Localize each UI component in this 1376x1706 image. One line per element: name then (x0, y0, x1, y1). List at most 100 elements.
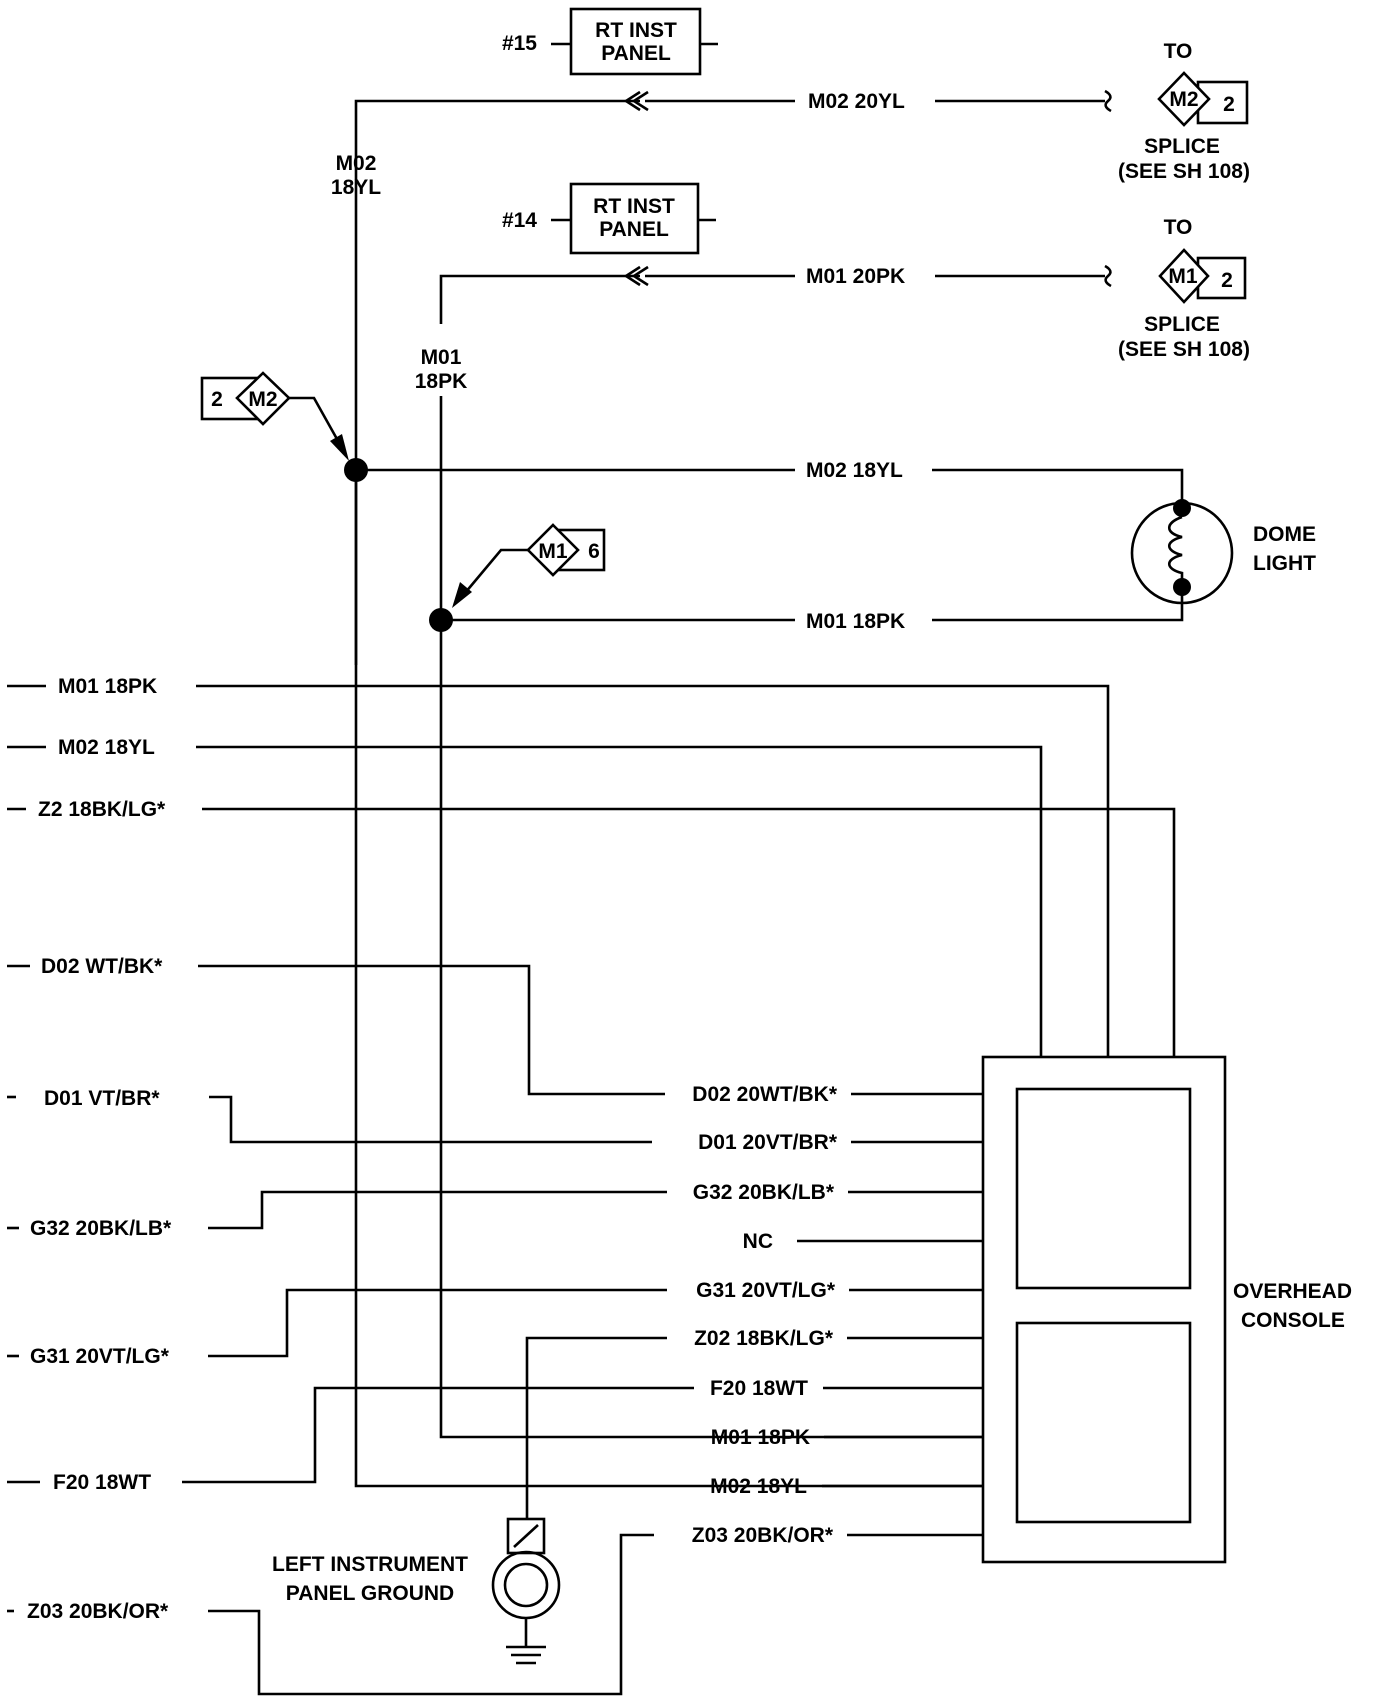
dome-light: DOME LIGHT (1130, 499, 1316, 605)
console-wire-8: M01 18PK (711, 1426, 983, 1449)
left-wire-5-run (209, 1095, 652, 1144)
wire-m02-18yl-dome-right (932, 468, 1184, 508)
splice-m1-local: M1 6 (452, 523, 606, 608)
left-wire-7-run (208, 1288, 667, 1358)
splice-m1-id: M1 (1168, 265, 1197, 288)
overhead-console-housing (981, 1055, 1227, 1564)
splice-m1-local-diamond (526, 523, 580, 577)
console-wire-2-label: D01 20VT/BR* (698, 1131, 838, 1154)
left-wire-4: D02 WT/BK* (7, 955, 665, 1096)
wire-m02-vertical-label-1: M02 (336, 152, 377, 175)
splice-m1-local-pin: 6 (588, 540, 600, 563)
break-symbol-m02 (1104, 89, 1112, 113)
dome-light-label-1: DOME (1253, 523, 1316, 546)
console-wire-6-ground-run (525, 1336, 667, 1519)
wire-m01-vertical-label-2: 18PK (415, 370, 468, 393)
connector-15-pin-symbol (623, 90, 649, 112)
console-wire-4-label: NC (743, 1230, 773, 1253)
wire-m02-20yl-label: M02 20YL (808, 90, 905, 113)
wire-m01-18pk-dome-label: M01 18PK (806, 610, 905, 633)
splice-m2-far: TO M2 2 SPLICE (SEE SH 108) (1118, 40, 1250, 183)
left-wire-1-run (196, 684, 1110, 1057)
connector-14-label-1: RT INST (593, 195, 675, 218)
splice-m2-local-id: M2 (248, 388, 277, 411)
left-wire-2-label: M02 18YL (58, 736, 155, 759)
ground-terminal-slash (513, 1524, 539, 1548)
console-wire-10: Z03 20BK/OR* (692, 1524, 983, 1547)
connector-15-label-2: PANEL (601, 42, 671, 65)
left-wire-9-label: Z03 20BK/OR* (27, 1600, 169, 1623)
splice-m1-pin: 2 (1221, 269, 1233, 292)
break-symbol-m01 (1104, 264, 1112, 288)
dome-light-label-2: LIGHT (1253, 552, 1316, 575)
left-wire-5: D01 VT/BR* (7, 1087, 652, 1144)
splice-m2-local-diamond (235, 371, 291, 426)
splice-m1-far: TO M1 2 SPLICE (SEE SH 108) (1118, 216, 1250, 361)
console-wire-10-label: Z03 20BK/OR* (692, 1524, 834, 1547)
console-wire-3-label: G32 20BK/LB* (693, 1181, 835, 1204)
overhead-console-upper-panel (1015, 1087, 1192, 1290)
console-wire-3: G32 20BK/LB* (693, 1181, 983, 1204)
wire-m01-20pk: M01 20PK (439, 264, 1112, 324)
connector-14-number: #14 (502, 209, 537, 232)
wire-m01-vertical-top (439, 274, 640, 324)
console-wire-1: D02 20WT/BK* (692, 1083, 983, 1106)
wire-m01-vertical-label-1: M01 (421, 346, 462, 369)
splice-m2-diamond (1157, 71, 1211, 127)
left-wire-1: M01 18PK (7, 675, 1110, 1057)
ground-label-1: LEFT INSTRUMENT (272, 1553, 468, 1576)
overhead-console: OVERHEAD CONSOLE (981, 1055, 1352, 1564)
console-wire-6-label: Z02 18BK/LG* (694, 1327, 834, 1350)
left-wire-1-label: M01 18PK (58, 675, 157, 698)
left-wire-2: M02 18YL (7, 736, 1043, 1057)
console-wire-7: F20 18WT (710, 1377, 983, 1400)
console-wire-5: G31 20VT/LG* (696, 1279, 983, 1302)
splice-m2-ref: (SEE SH 108) (1118, 160, 1250, 183)
ground-eyelet-outer (491, 1550, 561, 1620)
console-wire-9: M02 18YL (710, 1475, 983, 1498)
console-wire-4: NC (743, 1230, 983, 1253)
splice-m2-to: TO (1164, 40, 1193, 63)
left-wire-2-run (196, 745, 1043, 1057)
dome-light-filament (1167, 515, 1184, 579)
splice-m2-local-pin: 2 (211, 388, 223, 411)
ground-eyelet-inner (503, 1562, 549, 1608)
console-wire-5-label: G31 20VT/LG* (696, 1279, 836, 1302)
left-wire-6: G32 20BK/LB* (7, 1190, 667, 1240)
splice-m1-ref: (SEE SH 108) (1118, 338, 1250, 361)
overhead-console-label-1: OVERHEAD (1233, 1280, 1352, 1303)
left-wire-7-label: G31 20VT/LG* (30, 1345, 170, 1368)
wire-m02-18yl-dome-label: M02 18YL (806, 459, 903, 482)
left-wire-3-run (202, 807, 1176, 1057)
console-wire-2: D01 20VT/BR* (698, 1131, 983, 1154)
splice-m2-pin: 2 (1223, 93, 1235, 116)
connector-15-number: #15 (502, 32, 537, 55)
connector-15-box (569, 7, 702, 76)
overhead-console-lower-panel (1015, 1321, 1192, 1524)
splice-m1-local-leader (464, 548, 528, 594)
left-wire-5-label: D01 VT/BR* (44, 1087, 160, 1110)
connector-14-pin-symbol (623, 265, 649, 287)
console-wire-7-label: F20 18WT (710, 1377, 808, 1400)
splice-m2-local-arrowhead (330, 434, 349, 461)
connector-14-label-2: PANEL (599, 218, 669, 241)
splice-m2-local: 2 M2 (200, 371, 349, 461)
left-wire-8-run (182, 1386, 694, 1484)
splice-m2-local-leader (289, 396, 344, 449)
splice-m1-local-arrowhead (452, 582, 472, 608)
splice-m1-name: SPLICE (1144, 313, 1220, 336)
console-wire-9-label: M02 18YL (710, 1475, 807, 1498)
wire-m01-18pk-dome-right (932, 587, 1184, 622)
splice-m2-id: M2 (1169, 88, 1198, 111)
left-wire-8-label: F20 18WT (53, 1471, 151, 1494)
wire-m01-20pk-label: M01 20PK (806, 265, 905, 288)
connector-15-label-1: RT INST (595, 19, 677, 42)
console-wire-6: Z02 18BK/LG* (525, 1327, 983, 1519)
wire-m02-vertical-upper (354, 99, 640, 665)
left-wire-8: F20 18WT (7, 1386, 694, 1494)
left-wire-6-run (208, 1190, 667, 1230)
splice-m1-diamond (1158, 248, 1210, 304)
ground-symbol: LEFT INSTRUMENT PANEL GROUND (272, 1517, 561, 1665)
splice-m1-local-id: M1 (538, 540, 567, 563)
